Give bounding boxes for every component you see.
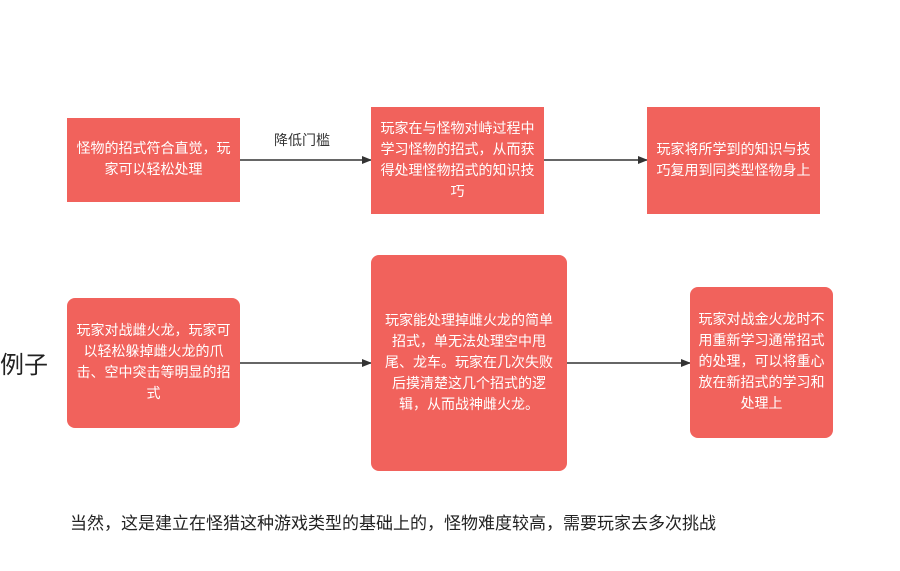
row1-node-intuitive-moves-text: 怪物的招式符合直觉，玩家可以轻松处理 xyxy=(76,141,231,178)
row2-node-rathian-easy: 玩家对战雌火龙，玩家可以轻松躲掉雌火龙的爪击、空中突击等明显的招式 xyxy=(67,298,240,428)
row1-node-intuitive-moves: 怪物的招式符合直觉，玩家可以轻松处理 xyxy=(67,118,240,202)
row2-node-rathian-learn: 玩家能处理掉雌火龙的简单招式，单无法处理空中甩尾、龙车。玩家在几次失败后摸清楚这… xyxy=(371,255,567,471)
row2-node-rathian-easy-text: 玩家对战雌火龙，玩家可以轻松躲掉雌火龙的爪击、空中突击等明显的招式 xyxy=(76,323,231,402)
row2-node-gold-rathian-text: 玩家对战金火龙时不用重新学习通常招式的处理，可以将重心放在新招式的学习和处理上 xyxy=(698,312,825,412)
footer-note: 当然，这是建立在怪猎这种游戏类型的基础上的，怪物难度较高，需要玩家去多次挑战 xyxy=(70,514,716,534)
row1-node-reuse-knowledge-text: 玩家将所学到的知识与技巧复用到同类型怪物身上 xyxy=(656,141,811,179)
edge-label-lower-threshold: 降低门槛 xyxy=(274,133,330,149)
row1-node-learn-moves: 玩家在与怪物对峙过程中学习怪物的招式，从而获得处理怪物招式的知识技巧 xyxy=(371,107,544,214)
row2-node-rathian-learn-text: 玩家能处理掉雌火龙的简单招式，单无法处理空中甩尾、龙车。玩家在几次失败后摸清楚这… xyxy=(385,312,553,413)
row2-node-gold-rathian: 玩家对战金火龙时不用重新学习通常招式的处理，可以将重心放在新招式的学习和处理上 xyxy=(690,287,833,438)
row1-node-reuse-knowledge: 玩家将所学到的知识与技巧复用到同类型怪物身上 xyxy=(647,107,820,214)
row1-node-learn-moves-text: 玩家在与怪物对峙过程中学习怪物的招式，从而获得处理怪物招式的知识技巧 xyxy=(380,120,535,200)
examples-label: 例子 xyxy=(0,351,48,379)
